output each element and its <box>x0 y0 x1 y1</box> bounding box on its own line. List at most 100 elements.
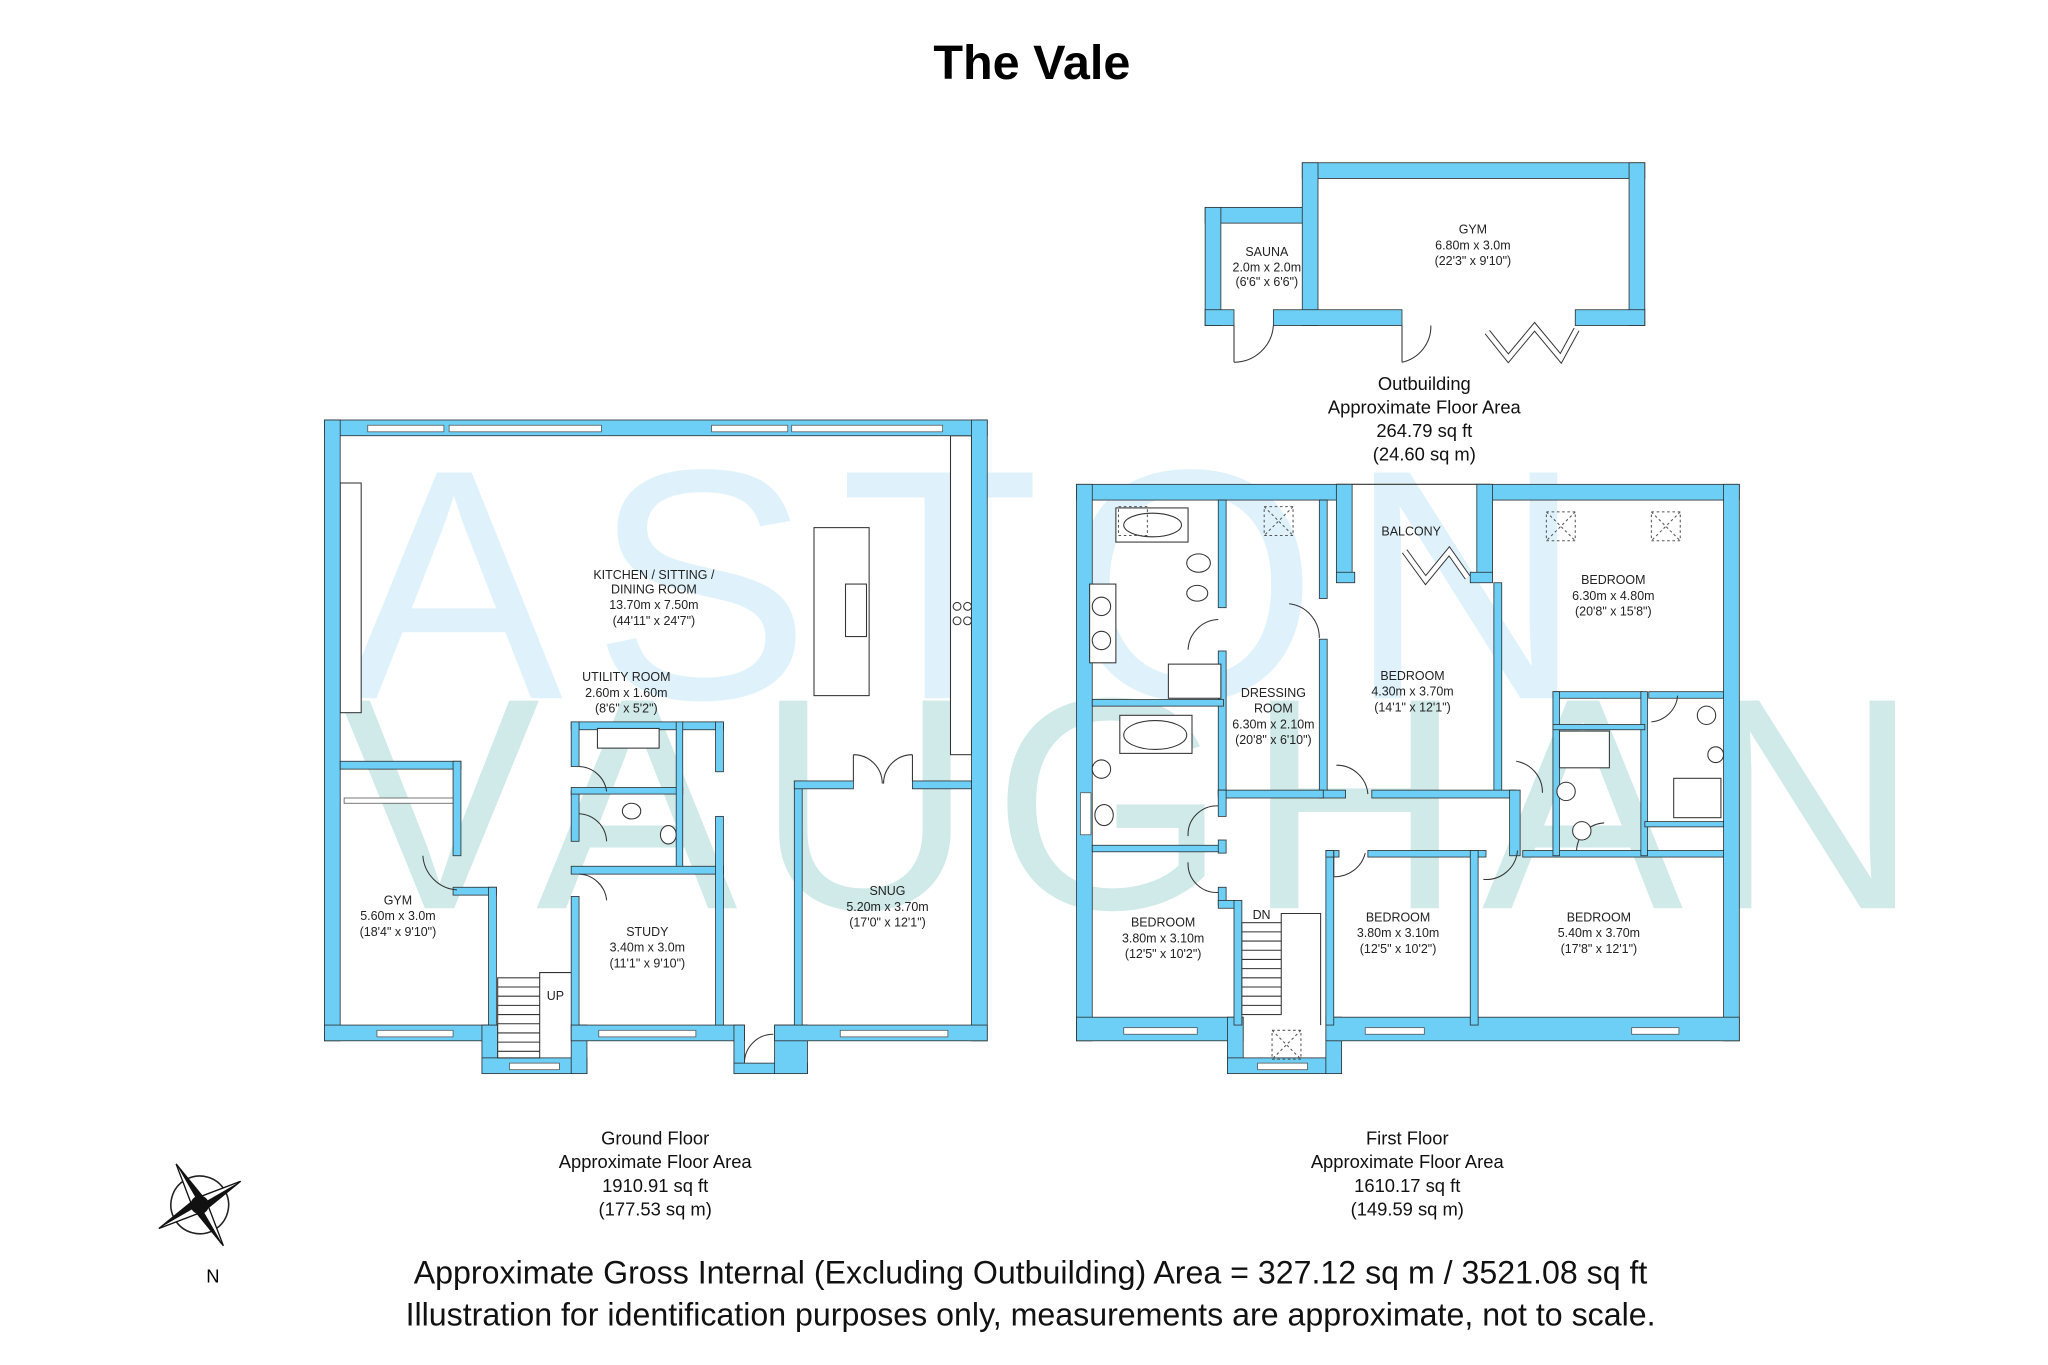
compass-north-label: N <box>206 1265 219 1286</box>
wall <box>1489 483 1740 501</box>
wall <box>1640 691 1648 857</box>
wall <box>1076 483 1337 501</box>
wall <box>1318 638 1328 796</box>
window <box>1080 792 1092 836</box>
wall <box>570 787 684 795</box>
wall <box>488 886 497 1026</box>
basin-icon <box>621 802 642 820</box>
staircase <box>1241 912 1322 1026</box>
window <box>509 1062 560 1071</box>
wall <box>793 780 854 790</box>
wall <box>1272 309 1403 326</box>
wall <box>1217 789 1324 799</box>
wall <box>1301 162 1319 326</box>
outbuilding-sqft: 264.79 sq ft <box>1376 420 1472 441</box>
window <box>711 424 789 433</box>
wall <box>1335 571 1356 584</box>
room-imperial: (17'8" x 12'1") <box>1561 942 1638 956</box>
wall <box>1552 724 1646 731</box>
ground-floor-sqm: (177.53 sq m) <box>599 1198 712 1219</box>
wall <box>1476 483 1493 580</box>
room-name: BEDROOM <box>1567 910 1631 924</box>
room-metric: 2.60m x 1.60m <box>585 686 667 700</box>
room-metric: 5.40m x 3.70m <box>1558 926 1640 940</box>
wall <box>1335 483 1353 580</box>
front-door <box>743 1033 774 1064</box>
wall <box>1091 844 1224 853</box>
wall <box>1648 691 1724 699</box>
room-metric: 3.40m x 3.0m <box>610 941 685 955</box>
toilet-icon <box>1186 584 1209 602</box>
window <box>448 424 602 433</box>
wall <box>1509 789 1521 857</box>
room-name: STUDY <box>626 925 669 939</box>
wall <box>1217 789 1227 817</box>
wall <box>1552 691 1560 857</box>
door <box>1401 325 1432 363</box>
first-floor-caption: First Floor <box>1366 1128 1449 1149</box>
hob-icon <box>952 601 973 626</box>
room-imperial: (11'1" x 9'10") <box>609 956 685 970</box>
wall <box>1325 850 1340 858</box>
wall <box>1469 850 1479 1026</box>
wall <box>675 721 684 871</box>
door <box>1233 325 1274 363</box>
wall <box>1371 789 1517 799</box>
toilet-icon <box>1094 804 1114 827</box>
wall <box>1522 850 1724 858</box>
window <box>598 1029 697 1038</box>
room-name: BEDROOM <box>1581 573 1645 587</box>
window <box>1631 1027 1680 1035</box>
ground-floor-plan: UP KITCHEN / SITTING / DINING ROOM 13.70… <box>324 419 988 1219</box>
toilet-icon <box>1186 553 1211 573</box>
room-imperial: (6'6" x 6'6") <box>1235 275 1298 289</box>
room-name: BEDROOM <box>1380 669 1444 683</box>
outbuilding-sqm: (24.60 sq m) <box>1373 444 1476 465</box>
room-metric: 3.80m x 3.10m <box>1357 926 1439 940</box>
ground-floor-area-label: Approximate Floor Area <box>559 1151 753 1172</box>
first-floor-area-label: Approximate Floor Area <box>1311 1151 1505 1172</box>
wall <box>339 760 462 770</box>
room-name: BEDROOM <box>1366 910 1430 924</box>
compass-icon <box>158 1163 242 1247</box>
basin-icon <box>1707 746 1725 764</box>
wall <box>1628 162 1646 326</box>
room-imperial: (12'5" x 10'2") <box>1125 947 1202 961</box>
room-name: SAUNA <box>1245 245 1289 259</box>
utility-sink <box>596 727 660 749</box>
staircase <box>497 972 572 1059</box>
room-name: SNUG <box>870 884 906 898</box>
wall <box>1644 821 1724 828</box>
room-metric: 5.20m x 3.70m <box>846 900 928 914</box>
room-imperial: (14'1" x 12'1") <box>1374 700 1451 714</box>
room-imperial: (12'5" x 10'2") <box>1360 942 1437 956</box>
wall <box>1318 499 1328 599</box>
disclaimer-text: Illustration for identification purposes… <box>406 1297 1656 1333</box>
wall <box>1325 1016 1740 1042</box>
window <box>791 424 944 433</box>
room-imperial: (20'8" x 6'10") <box>1235 733 1312 747</box>
room-metric: 6.30m x 2.10m <box>1232 717 1314 731</box>
wall <box>715 815 724 1026</box>
double-door <box>852 754 913 784</box>
wall <box>1723 483 1740 1042</box>
wall <box>1217 499 1227 609</box>
wall <box>793 780 803 1026</box>
outbuilding-area-label: Approximate Floor Area <box>1328 396 1522 417</box>
wall <box>1469 571 1493 584</box>
toilet-icon <box>1572 821 1592 841</box>
room-imperial: (18'4" x 9'10") <box>360 925 437 939</box>
balcony-label: BALCONY <box>1381 525 1441 539</box>
wall <box>1204 309 1235 326</box>
room-imperial: (8'6" x 5'2") <box>595 702 658 716</box>
room-metric: 13.70m x 7.50m <box>609 598 698 612</box>
first-floor-plan: DN BALCONY DRESSING ROOM 6.30m x 2.10m (… <box>1076 483 1740 1219</box>
wall <box>1325 850 1335 1026</box>
door <box>579 765 608 901</box>
room-name: BEDROOM <box>1131 916 1195 930</box>
shower-icon <box>1558 730 1610 769</box>
room-name: GYM <box>1459 223 1487 237</box>
window <box>839 1029 949 1038</box>
counter <box>949 435 973 756</box>
